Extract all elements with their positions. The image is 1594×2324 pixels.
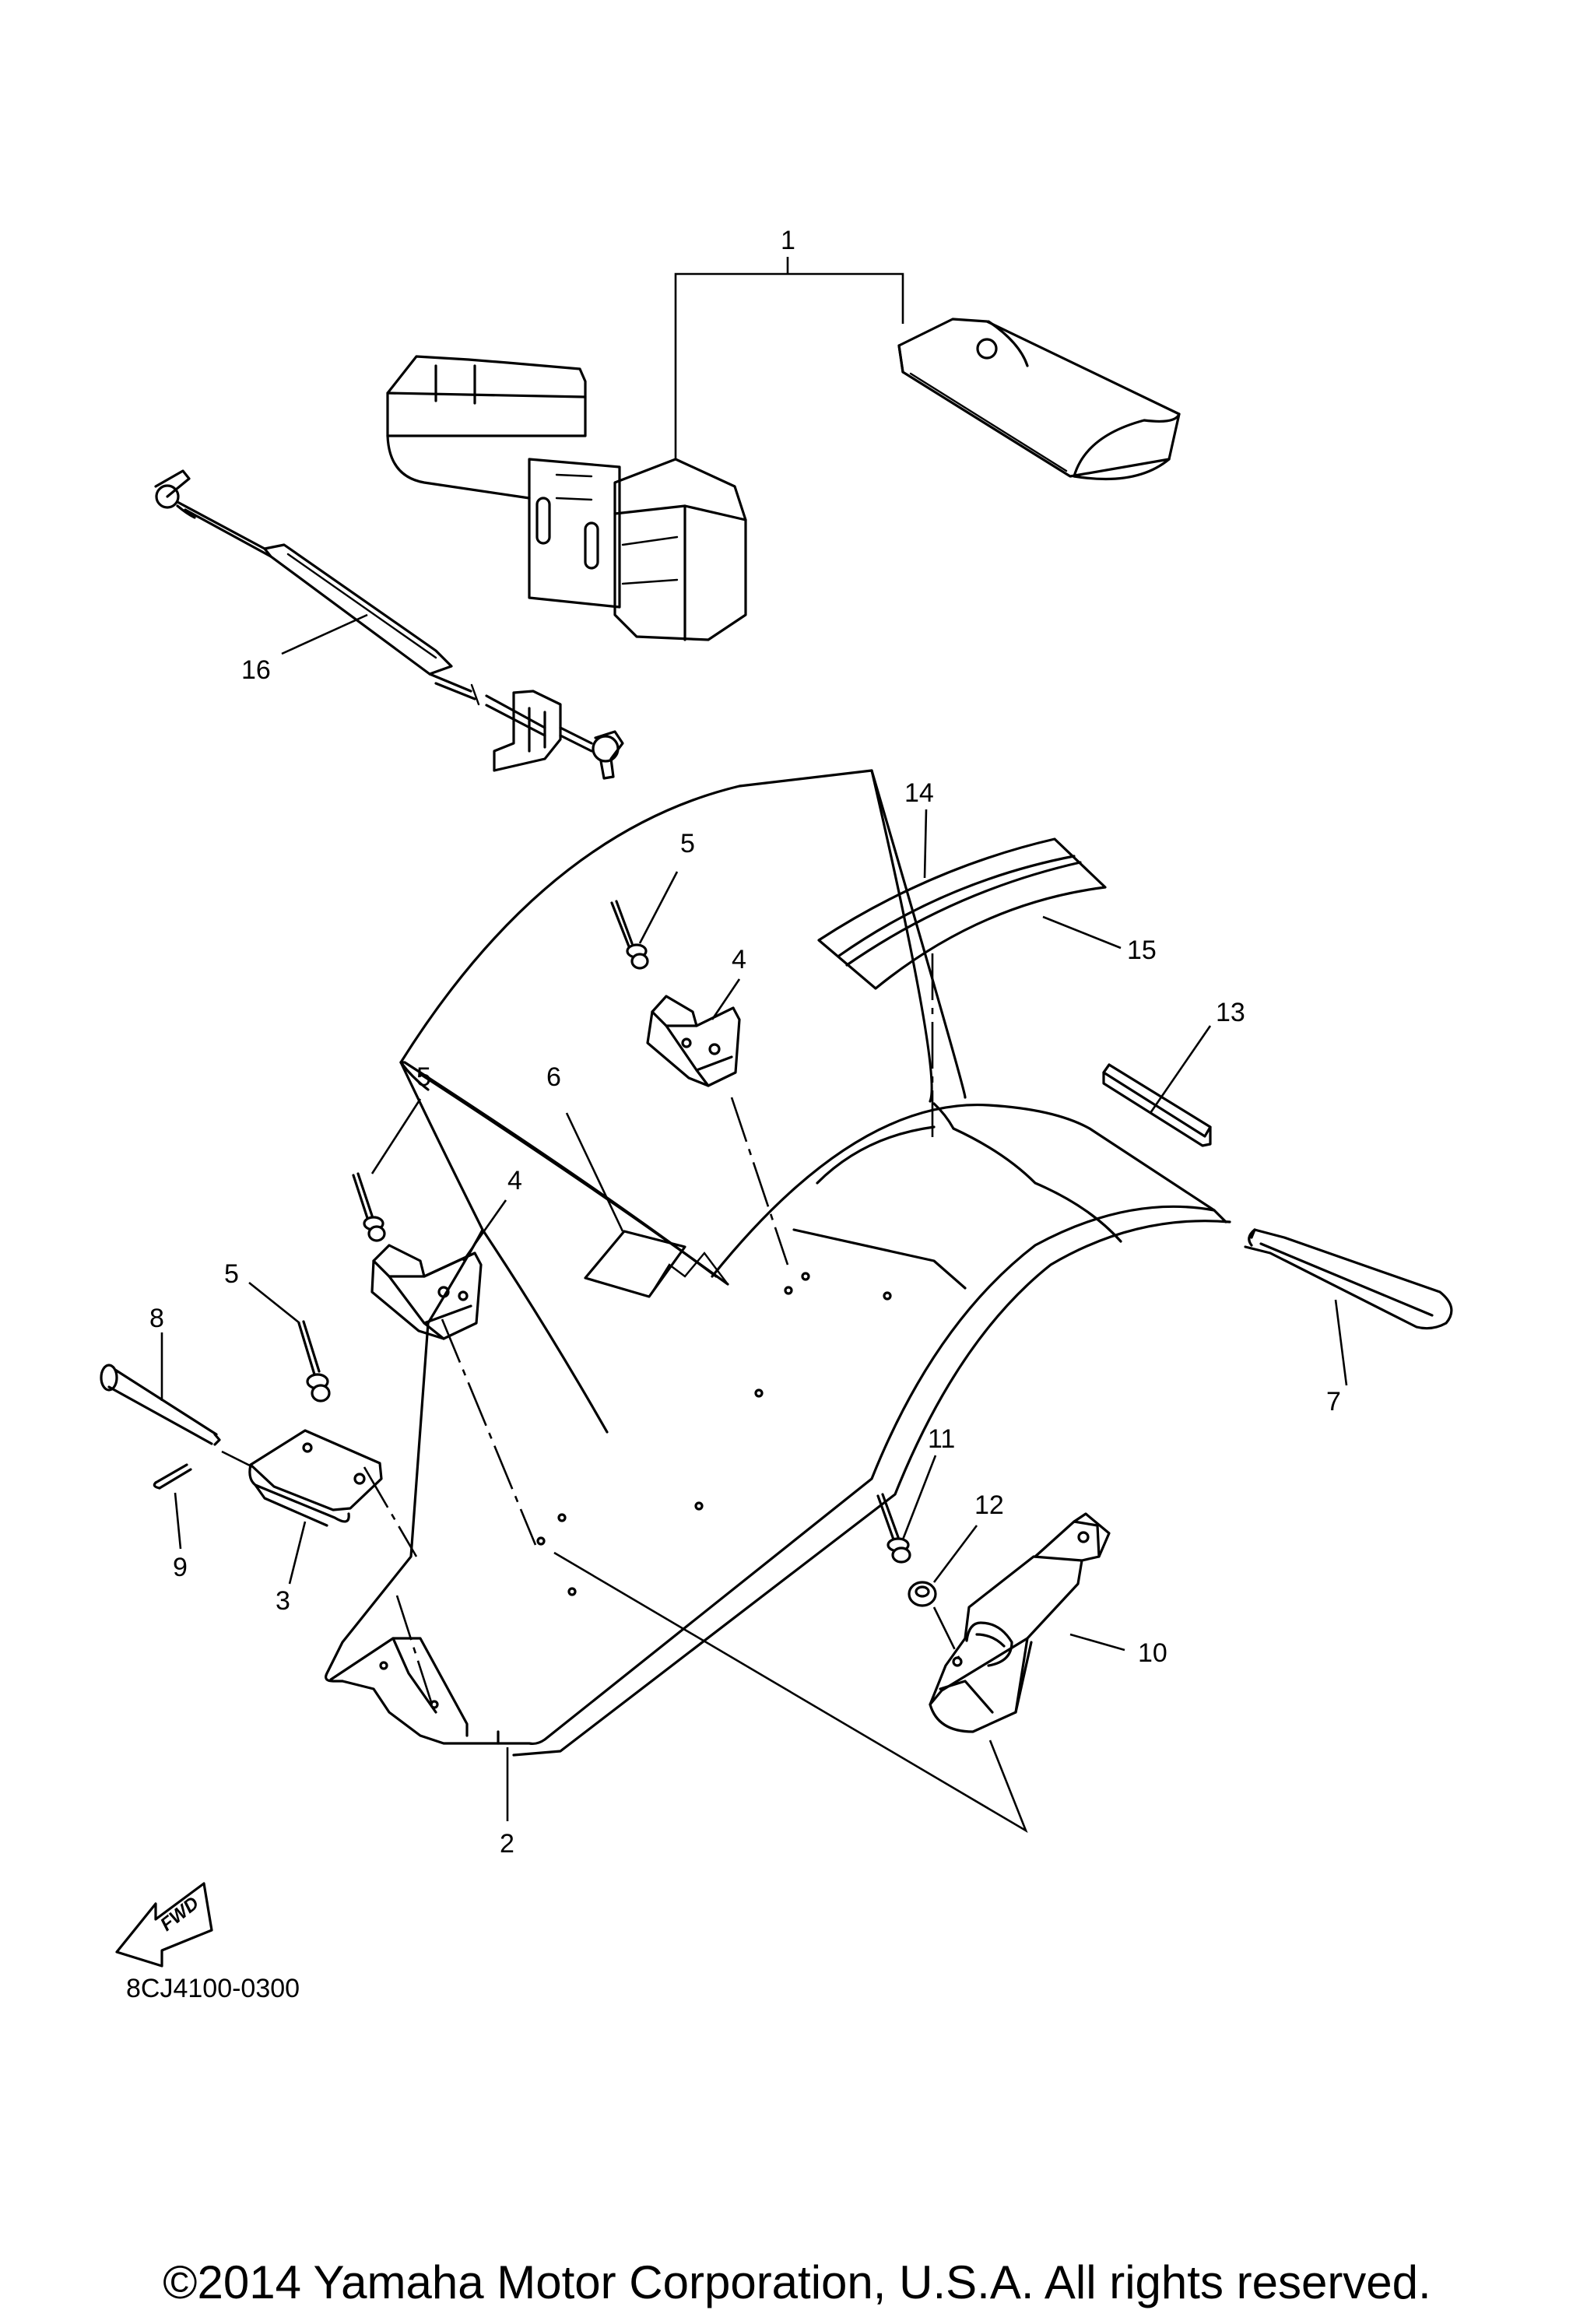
callout-8: 8 — [149, 1304, 164, 1333]
part-9-cotter-pin — [153, 1463, 192, 1550]
callouts: 1 2 3 4 4 5 5 5 6 7 8 9 10 11 12 13 14 1… — [149, 226, 1341, 1859]
callout-6: 6 — [546, 1062, 561, 1092]
part-2-fender — [325, 769, 1231, 1821]
callout-3: 3 — [276, 1586, 290, 1616]
callout-11: 11 — [928, 1424, 955, 1454]
callout-4-lower: 4 — [507, 1166, 522, 1195]
fwd-arrow-icon: FWD — [115, 1882, 213, 1968]
part-5-rivet-b — [352, 1098, 422, 1242]
part-10-latch — [929, 1512, 1125, 1733]
callout-13: 13 — [1216, 998, 1245, 1027]
part-1-tool-pouch — [386, 257, 1181, 641]
part-4-bracket-upper — [646, 978, 741, 1087]
part-14-pad — [817, 809, 1107, 1144]
callout-7: 7 — [1326, 1387, 1341, 1417]
part-5-rivet-a — [610, 871, 679, 970]
part-16-cable — [154, 469, 624, 780]
callout-15: 15 — [1127, 936, 1157, 965]
drawing-code: 8CJ4100-0300 — [126, 1974, 300, 2003]
callout-1: 1 — [781, 226, 795, 255]
callout-5-middle: 5 — [416, 1062, 431, 1092]
callout-10: 10 — [1138, 1638, 1167, 1668]
callout-5-upper: 5 — [680, 829, 695, 858]
part-11-rivet — [876, 1455, 937, 1564]
callout-16: 16 — [241, 655, 271, 685]
callout-5-lower: 5 — [224, 1259, 239, 1289]
part-7-wire-rod — [1244, 1228, 1453, 1386]
part-13-strip — [1102, 1025, 1212, 1147]
part-8-pin — [100, 1332, 254, 1469]
callout-14: 14 — [904, 778, 934, 808]
copyright-notice: ©2014 Yamaha Motor Corporation, U.S.A. A… — [163, 2256, 1431, 2308]
callout-12: 12 — [974, 1490, 1004, 1520]
part-6-label — [565, 1112, 729, 1298]
assembly-axes — [363, 1097, 1028, 1834]
part-12-washer — [908, 1525, 978, 1607]
callout-2: 2 — [500, 1829, 514, 1859]
part-3-hinge-bracket — [248, 1429, 383, 1585]
callout-4-upper: 4 — [732, 945, 746, 974]
part-5-rivet-c — [248, 1281, 331, 1402]
callout-9: 9 — [173, 1553, 188, 1582]
part-15-tape — [1042, 915, 1122, 950]
part-4-bracket-lower — [370, 1199, 507, 1340]
